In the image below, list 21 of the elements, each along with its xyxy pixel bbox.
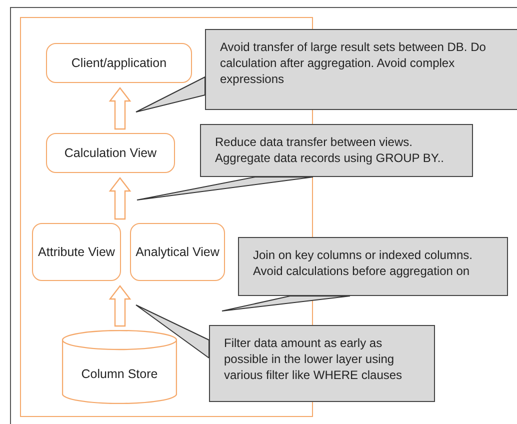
database-cylinder [62,330,177,404]
node-text: Client/application [71,54,167,72]
node-text: Calculation View [64,144,157,162]
hollow-arrow [108,285,132,327]
node-text: Avoid transfer of large result sets between DB. Do calculation after aggregation. Avoid complex expressions [220,39,487,87]
node-text: Column Store [81,366,158,383]
rounded-box [32,223,121,281]
leader-line [136,304,210,358]
rounded-box [46,43,192,83]
node-text: Reduce data transfer between views. Aggregate data records using GROUP BY.. [215,134,446,166]
rounded-box [46,133,175,173]
callout-box [209,325,435,402]
node-text: Filter data amount as early as possible in the lower layer using various filter like WHERE clauses [224,335,404,383]
callout-box [205,29,517,110]
node-text: Join on key columns or indexed columns. Avoid calculations before aggregation on [253,247,474,279]
hollow-arrow [108,87,132,130]
leader-line [136,76,206,112]
node-text: Analytical View [136,244,220,260]
hollow-arrow [108,177,132,220]
rounded-box [130,223,225,281]
node-text: Attribute View [38,244,115,260]
